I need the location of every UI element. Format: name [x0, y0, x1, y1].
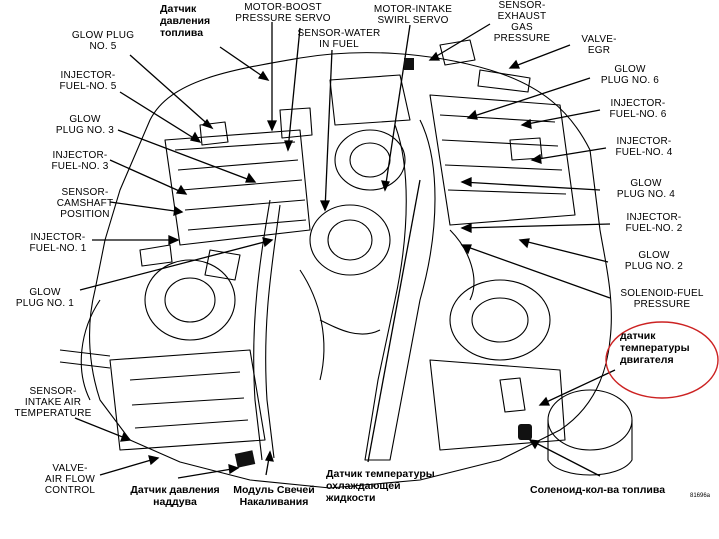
label-injector-4: INJECTOR- FUEL-NO. 4	[615, 136, 673, 158]
label-glow-plug-2: GLOW PLUG NO. 2	[624, 250, 684, 272]
label-fuel-pressure-sensor: Датчик давления топлива	[160, 3, 211, 39]
figure-id: 81696a	[690, 493, 711, 499]
label-boost-pressure-sensor: Датчик давления наддува	[130, 484, 220, 508]
label-sensor-intake-air-temperature: SENSOR- INTAKE AIR TEMPERATURE	[14, 386, 92, 419]
label-glow-plug-6: GLOW PLUG NO. 6	[600, 64, 660, 86]
label-glow-plug-module: Модуль Свечей Накаливания	[233, 484, 315, 508]
label-solenoid-fuel-pressure: SOLENOID-FUEL PRESSURE	[620, 288, 704, 310]
label-sensor-exhaust-gas-pressure: SENSOR- EXHAUST GAS PRESSURE	[493, 0, 551, 44]
label-glow-plug-5: GLOW PLUG NO. 5	[71, 30, 135, 52]
label-injector-2: INJECTOR- FUEL-NO. 2	[625, 212, 683, 234]
engine-temp-highlight	[605, 321, 719, 399]
label-valve-egr: VALVE- EGR	[581, 34, 617, 56]
label-injector-3: INJECTOR- FUEL-NO. 3	[51, 150, 109, 172]
label-injector-6: INJECTOR- FUEL-NO. 6	[609, 98, 667, 120]
label-valve-air-flow-control: VALVE- AIR FLOW CONTROL	[44, 463, 96, 496]
label-fuel-quantity-solenoid: Соленоид-кол-ва топлива	[530, 484, 666, 496]
label-glow-plug-4: GLOW PLUG NO. 4	[616, 178, 676, 200]
label-injector-5: INJECTOR- FUEL-NO. 5	[59, 70, 117, 92]
label-glow-plug-1: GLOW PLUG NO. 1	[15, 287, 75, 309]
label-motor-intake-swirl-servo: MOTOR-INTAKE SWIRL SERVO	[373, 4, 453, 26]
label-coolant-temperature-sensor: Датчик температуры охлаждающей жидкости	[326, 468, 435, 504]
label-sensor-camshaft-position: SENSOR- CAMSHAFT POSITION	[56, 187, 114, 220]
label-sensor-water-in-fuel: SENSOR-WATER IN FUEL	[297, 28, 381, 50]
label-motor-boost-servo: MOTOR-BOOST PRESSURE SERVO	[235, 2, 331, 24]
label-injector-1: INJECTOR- FUEL-NO. 1	[29, 232, 87, 254]
label-glow-plug-3: GLOW PLUG NO. 3	[55, 114, 115, 136]
label-engine-temperature-sensor: датчик температуры двигателя	[620, 330, 690, 366]
